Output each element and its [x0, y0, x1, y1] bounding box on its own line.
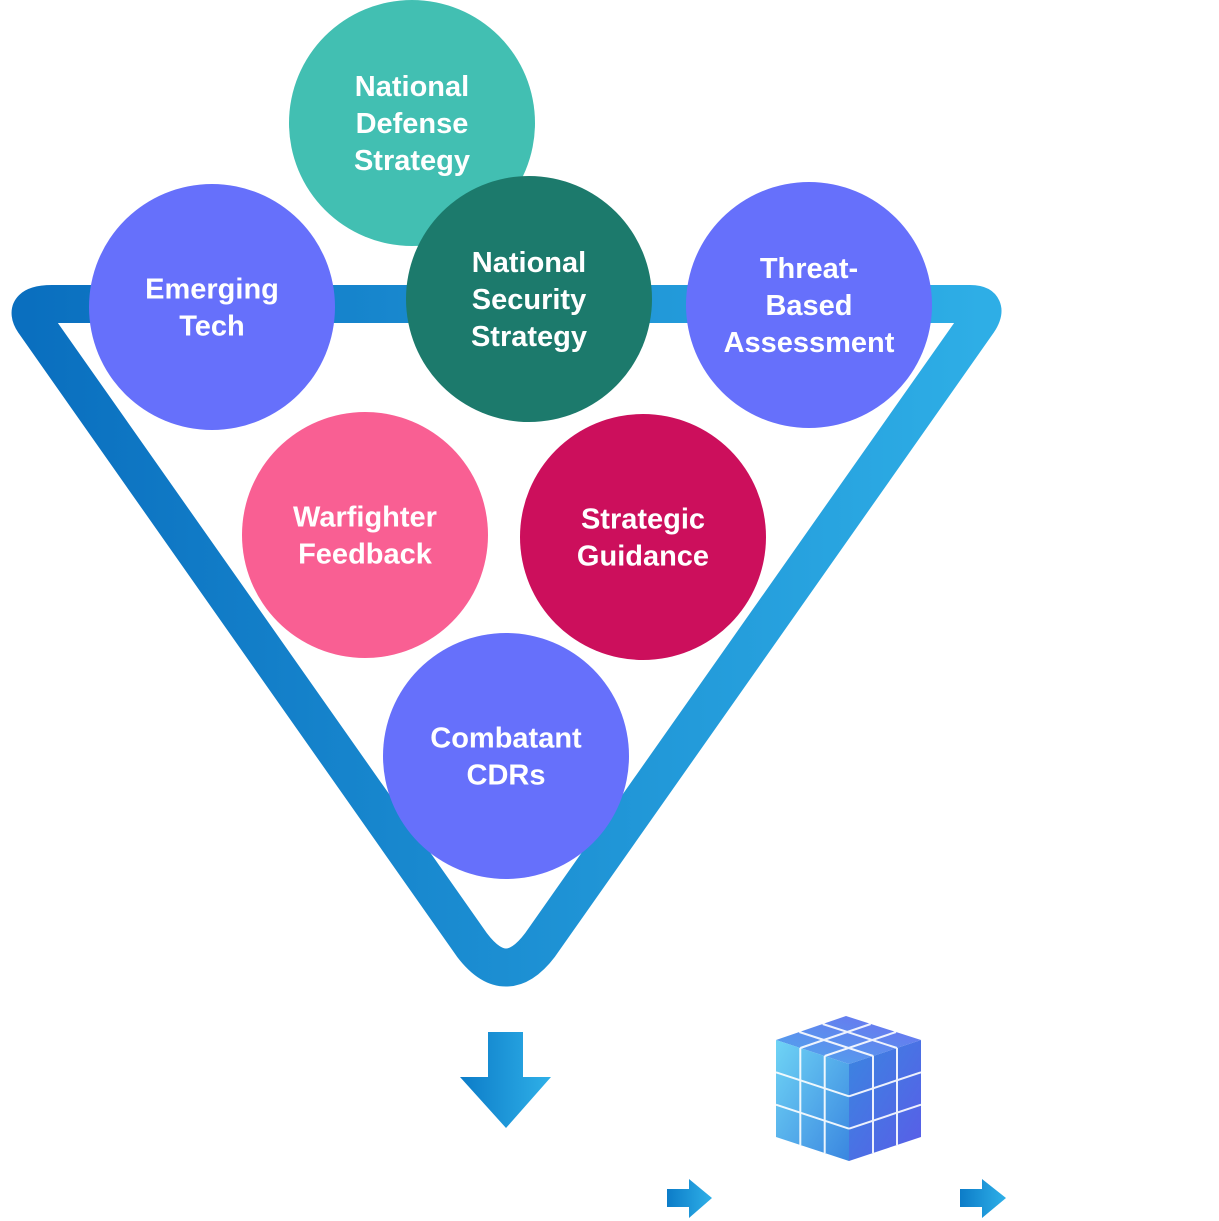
circle-shape [686, 182, 932, 428]
circle-label: Combatant [430, 723, 582, 755]
circle-label: Assessment [724, 327, 895, 359]
funnel-outline [11, 285, 1002, 987]
circle-shape [383, 633, 629, 879]
circle-label: Defense [356, 108, 469, 140]
circle-label: Based [765, 290, 852, 322]
circle-label: Threat- [760, 253, 858, 285]
circle-label: Security [472, 284, 586, 316]
circle-shape [406, 176, 652, 422]
right-arrow-icon [960, 1179, 1006, 1218]
circle-shape [289, 0, 535, 246]
circle-label: Emerging [145, 274, 279, 306]
circle-label: Strategy [354, 145, 470, 177]
circle-label: Tech [179, 311, 245, 343]
circle-label: Feedback [298, 539, 433, 571]
circle-label: Guidance [577, 541, 709, 573]
cube-icon [775, 1016, 922, 1161]
circle-shape [89, 184, 335, 430]
circle-label: Strategy [471, 321, 587, 353]
circle-label: Warfighter [293, 502, 437, 534]
circle-label: National [472, 247, 586, 279]
circle-label: Strategic [581, 504, 705, 536]
input-circles: NationalDefenseStrategyEmergingTechNatio… [89, 0, 932, 879]
circle-shape [520, 414, 766, 660]
circle-shape [242, 412, 488, 658]
circle-label: National [355, 71, 469, 103]
down-arrow-icon [460, 1032, 551, 1128]
right-arrow-icon [667, 1179, 712, 1218]
circle-label: CDRs [467, 760, 546, 792]
